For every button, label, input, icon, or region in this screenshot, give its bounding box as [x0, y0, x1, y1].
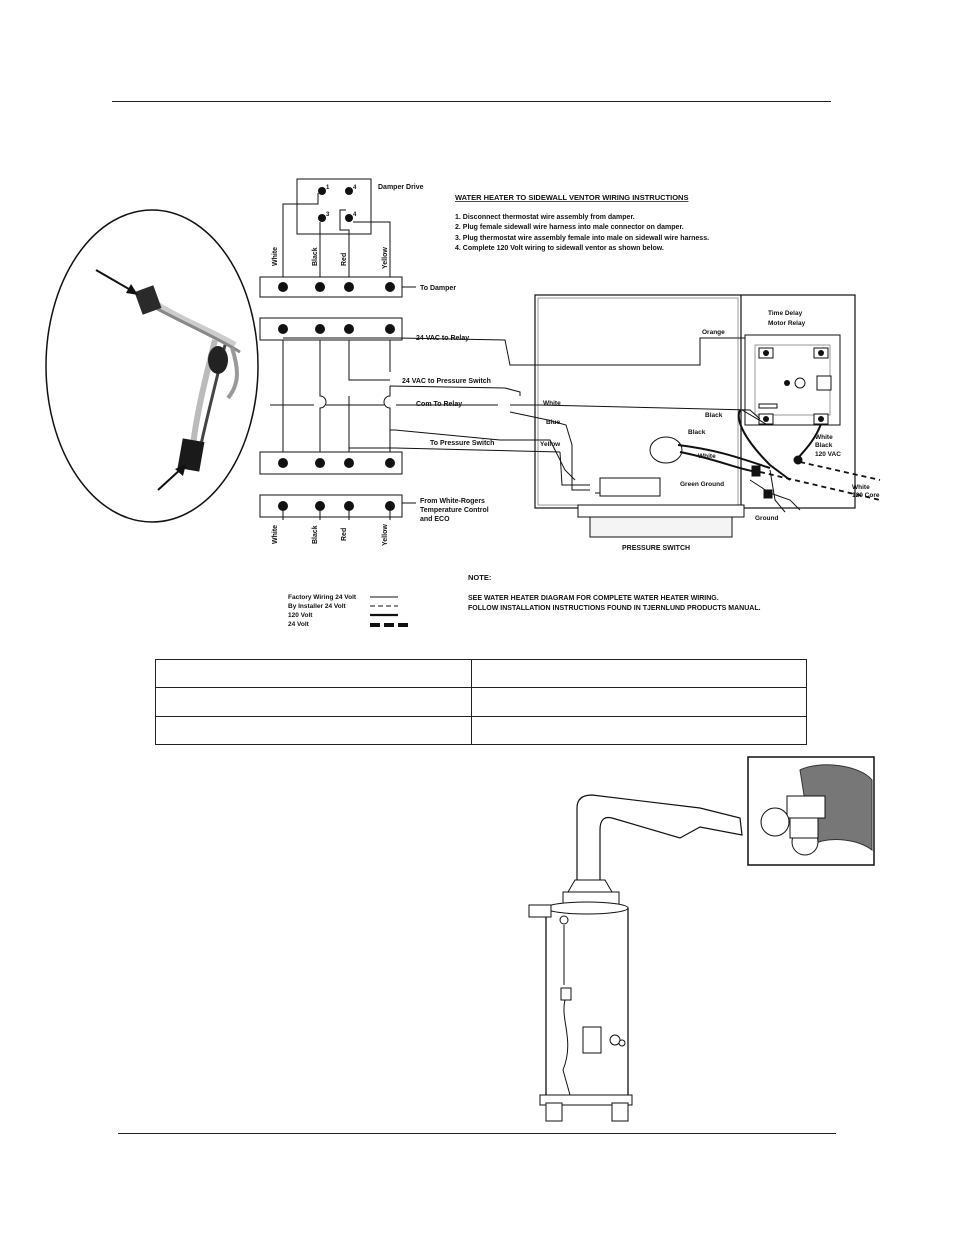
wire-white-label: White	[543, 400, 561, 407]
table-cell	[155, 658, 472, 689]
wire-120-core-label: 120 Core	[852, 492, 880, 499]
label-com-relay: Com To Relay	[416, 401, 462, 408]
terminal-block-harness-lower	[259, 451, 403, 475]
table-row	[155, 687, 807, 717]
from-white-rodgers-line3: and ECO	[420, 516, 450, 523]
to-damper-label: To Damper	[420, 285, 456, 292]
from-white-rodgers-line2: Temperature Control	[420, 507, 489, 514]
ground-label: Ground	[755, 515, 778, 522]
damper-pin-3: 3	[326, 212, 330, 218]
wire-white-120-label: White	[815, 434, 833, 441]
terminal-block-damper: To Damper	[259, 276, 456, 298]
relay-label-line2: Motor Relay	[768, 320, 806, 327]
top-wire-white: White	[272, 247, 279, 266]
table-cell	[471, 715, 807, 746]
wiring-legend: Factory Wiring 24 Volt By Installer 24 V…	[288, 594, 412, 628]
time-delay-relay: Time Delay Motor Relay	[744, 310, 841, 426]
table-cell	[155, 715, 472, 746]
label-to-pressure: To Pressure Switch	[430, 440, 494, 447]
bottom-wire-yellow: Yellow	[382, 524, 389, 546]
bottom-wire-black: Black	[312, 525, 319, 544]
note-title: NOTE:	[468, 573, 491, 582]
note-line-2: FOLLOW INSTALLATION INSTRUCTIONS FOUND I…	[468, 605, 761, 612]
damper-pin-4: 4	[353, 212, 357, 218]
legend-label-120v: 120 Volt	[288, 612, 313, 619]
instruction-step-3: 3. Plug thermostat wire assembly female …	[455, 235, 709, 242]
instruction-step-1: 1. Disconnect thermostat wire assembly f…	[455, 214, 635, 221]
table-cell	[471, 658, 807, 689]
top-wire-black: Black	[312, 247, 319, 266]
damper-pin-1: 1	[326, 185, 330, 191]
table-row	[155, 658, 807, 689]
harness-wires	[270, 337, 753, 453]
top-wire-red: Red	[341, 253, 348, 266]
legend-label-24v: 24 Volt	[288, 621, 310, 628]
arrow-upper-icon	[95, 269, 135, 293]
empty-table	[155, 658, 807, 746]
terminal-block-control: From White-Rogers Temperature Control an…	[259, 494, 489, 523]
ventor-housing: PRESSURE SWITCH	[534, 294, 856, 552]
from-white-rodgers-line1: From White-Rogers	[420, 498, 485, 505]
wire-black-lower-label: Black	[688, 429, 706, 436]
wire-orange-label: Orange	[702, 329, 725, 336]
damper-pin-2: 4	[353, 185, 357, 191]
bottom-wire-red: Red	[341, 528, 348, 541]
label-24vac-relay: 24 VAC to Relay	[416, 335, 469, 342]
wire-white-core-label: White	[852, 484, 870, 491]
pressure-switch-label: PRESSURE SWITCH	[622, 545, 690, 552]
wire-white-inner-label: White	[698, 453, 716, 460]
top-wire-yellow: Yellow	[382, 247, 389, 269]
header-rule	[112, 101, 831, 102]
note-line-1: SEE WATER HEATER DIAGRAM FOR COMPLETE WA…	[468, 595, 719, 602]
arrow-lower-icon	[157, 467, 183, 491]
wire-black-120-label: Black	[815, 442, 833, 449]
ventor-wiring	[500, 404, 881, 513]
instruction-step-2: 2. Plug female sidewall wire harness int…	[455, 224, 684, 231]
table-row	[155, 715, 807, 746]
table-cell	[471, 687, 807, 717]
female-connector	[177, 438, 205, 472]
legend-label-installer: By Installer 24 Volt	[288, 603, 347, 610]
table-cell	[155, 687, 472, 717]
instruction-step-4: 4. Complete 120 Volt wiring to sidewall …	[455, 245, 664, 252]
water-heater-illustration	[528, 756, 875, 1122]
harness-photo	[45, 209, 259, 523]
footer-rule	[118, 1133, 836, 1134]
instructions-title: WATER HEATER TO SIDEWALL VENTOR WIRING I…	[455, 193, 688, 202]
bottom-wire-white: White	[272, 525, 279, 544]
green-ground-label: Green Ground	[680, 481, 724, 488]
label-24vac-pressure: 24 VAC to Pressure Switch	[402, 378, 491, 385]
wire-120vac-label: 120 VAC	[815, 451, 841, 458]
damper-drive-label: Damper Drive	[378, 184, 424, 191]
wire-black-upper-label: Black	[705, 412, 723, 419]
male-connector	[134, 285, 162, 315]
relay-label-line1: Time Delay	[768, 310, 803, 317]
wire-blue-label: Blue	[546, 419, 560, 426]
legend-label-factory: Factory Wiring 24 Volt	[288, 594, 357, 601]
terminal-block-harness-upper	[259, 317, 403, 341]
wire-yellow-label: Yellow	[540, 441, 561, 448]
damper-drive: 1 4 3 4 Damper Drive	[282, 178, 424, 277]
